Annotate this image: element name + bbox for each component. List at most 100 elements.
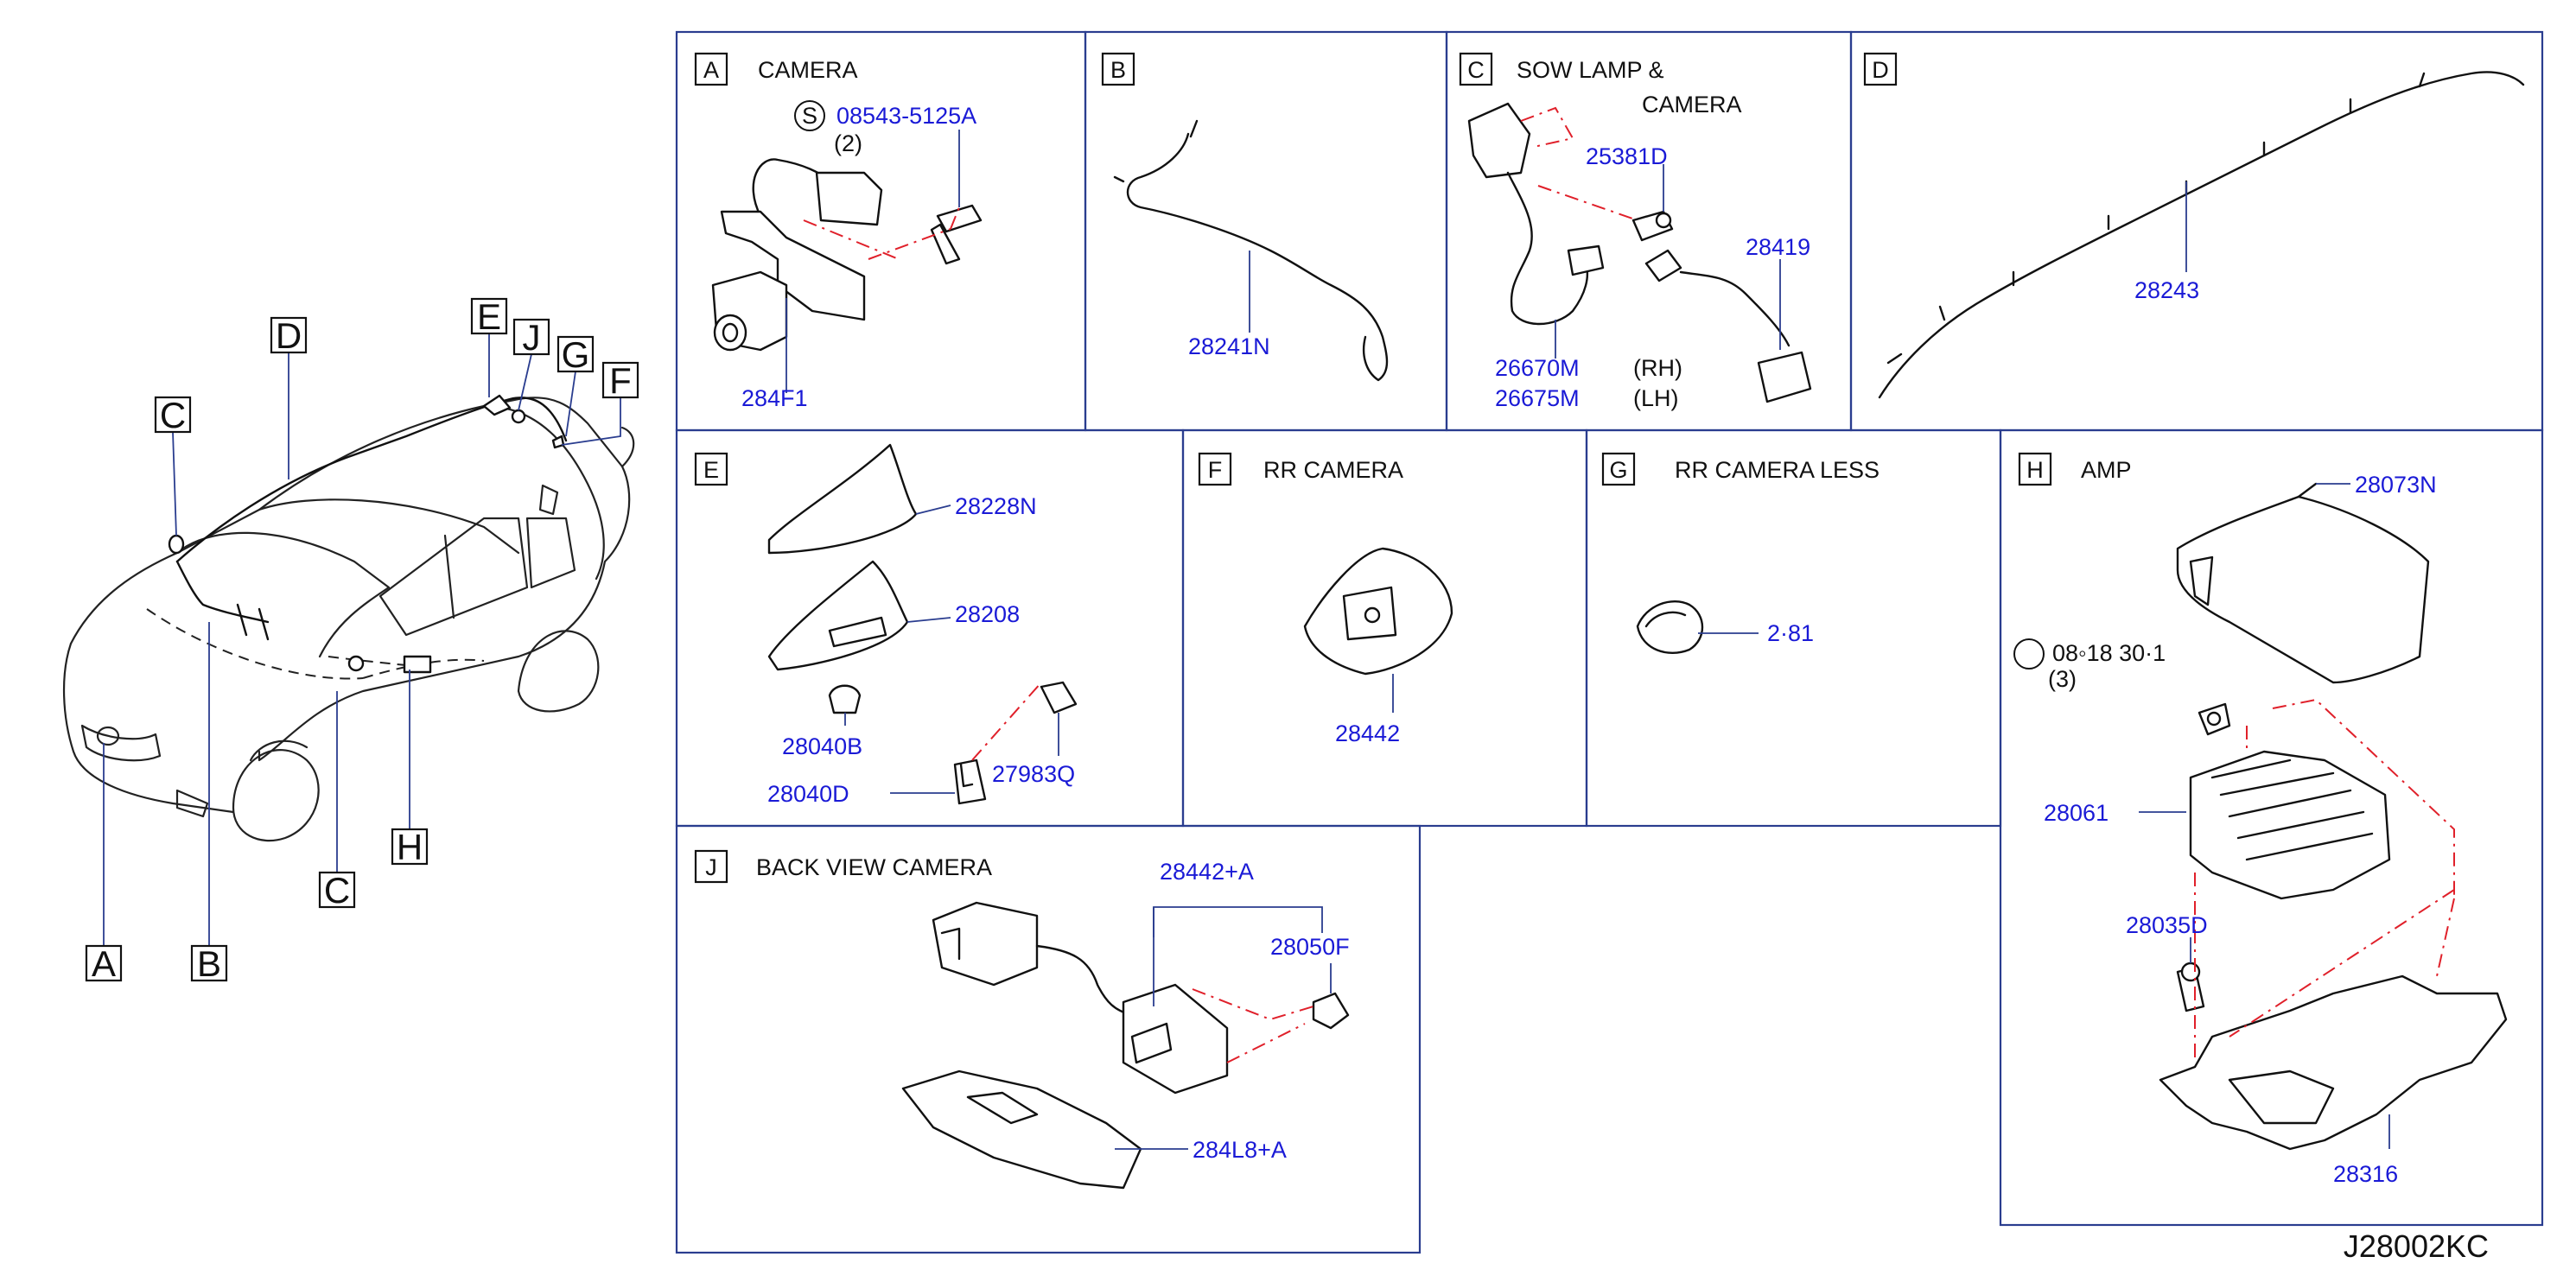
panel-h-letter-box	[2018, 452, 2052, 486]
callout-label: C	[324, 870, 350, 911]
panel-c-title-line2: CAMERA	[1642, 92, 1742, 117]
panel-c-title-line1: SOW LAMP &	[1517, 57, 1664, 83]
panel-h-letter: H	[2026, 457, 2044, 483]
callout-box-h: H	[391, 827, 429, 867]
part-number-screw: 08543-5125A	[836, 103, 976, 129]
panel-b-letter: B	[1110, 57, 1126, 83]
panel-d: D 28243	[1863, 52, 2525, 399]
callout-label: H	[397, 827, 423, 867]
vehicle-overview	[62, 333, 635, 946]
part-number-cover: 28228N	[955, 493, 1037, 519]
panel-grid	[675, 30, 2544, 1254]
screw-symbol-circle	[794, 100, 825, 131]
rear-camera-drawing	[1303, 547, 1453, 713]
callout-label: E	[477, 296, 501, 337]
panel-f: F RR CAMERA 28442	[1198, 452, 1453, 746]
callout-label: B	[197, 943, 221, 984]
part-number-bolt-e: 28040D	[767, 781, 849, 807]
panel-g-title: RR CAMERA LESS	[1675, 457, 1880, 483]
panel-e-letter-box	[694, 452, 728, 486]
part-number-finisher: 284L8+A	[1193, 1137, 1287, 1163]
part-number-amp: 28061	[2044, 800, 2109, 826]
panel-a-letter-box	[694, 52, 728, 86]
panel-c: C SOW LAMP & CAMERA 25381D 28419 26670M …	[1459, 52, 1812, 411]
panel-b: B 28241N	[1101, 52, 1389, 382]
amp-drawing	[2139, 482, 2508, 1151]
panel-h: H AMP 28073N 08◦18 30·1 (3) 28061 28035D…	[2013, 452, 2508, 1187]
panel-a-title: CAMERA	[758, 57, 858, 83]
callout-label: F	[609, 360, 632, 401]
panel-b-letter-box	[1101, 52, 1135, 86]
nut-quantity: (3)	[2048, 666, 2077, 692]
grommet-drawing	[1636, 600, 1759, 654]
part-number-connector: 28419	[1746, 234, 1810, 260]
part-number-lh: 26675M	[1495, 385, 1580, 411]
part-number-antenna: 28208	[955, 601, 1020, 627]
part-number-clip-e: 28040B	[782, 733, 862, 759]
harness-b-drawing	[1113, 119, 1389, 382]
screw-quantity: (2)	[834, 130, 862, 156]
panel-g-letter-box	[1601, 452, 1636, 486]
part-number-rh: 26670M	[1495, 355, 1580, 381]
screw-symbol: S	[802, 103, 817, 129]
part-number-bolt-h: 28035D	[2126, 912, 2208, 938]
lamp-camera-drawing	[1467, 102, 1812, 403]
drawing-code: J28002KC	[2344, 1228, 2489, 1264]
side-lh: (LH)	[1633, 385, 1679, 411]
panel-f-letter-box	[1198, 452, 1232, 486]
part-number-harness: 28241N	[1188, 333, 1270, 359]
vehicle-outline	[62, 397, 635, 842]
vehicle-harness	[175, 397, 568, 641]
panel-j: J BACK VIEW CAMERA 28442+A 28050F 284L8+…	[694, 849, 1350, 1190]
panel-f-letter: F	[1208, 457, 1223, 483]
panel-c-letter-box	[1459, 52, 1493, 86]
callout-box-j: J	[512, 317, 550, 358]
callout-label: C	[160, 395, 186, 435]
back-camera-drawing	[901, 901, 1350, 1190]
part-number-grommet: 2·81	[1767, 620, 1814, 646]
callout-label: G	[562, 334, 590, 375]
harness-d-drawing	[1878, 71, 2525, 399]
callout-box-f: F	[601, 360, 639, 401]
side-rh: (RH)	[1633, 355, 1682, 381]
nut-symbol-circle	[2013, 638, 2045, 670]
part-number-clip-j: 28050F	[1270, 934, 1350, 960]
panel-h-title: AMP	[2081, 457, 2132, 483]
callout-box-c-front: C	[154, 395, 192, 435]
part-number-screw-c: 25381D	[1586, 143, 1668, 169]
panel-e-letter: E	[703, 457, 719, 483]
panel-f-title: RR CAMERA	[1263, 457, 1403, 483]
part-number-camera: 284F1	[741, 385, 808, 411]
callout-label: A	[92, 943, 116, 984]
callout-label: J	[523, 317, 541, 358]
part-number-camera-assy: 28442+A	[1160, 859, 1254, 885]
panel-j-letter: J	[705, 854, 717, 880]
vehicle-components	[168, 394, 565, 674]
panel-g-letter: G	[1609, 457, 1627, 483]
callout-box-c-side: C	[318, 870, 356, 911]
part-number-rear-camera: 28442	[1335, 720, 1400, 746]
panel-g: G RR CAMERA LESS 2·81	[1601, 452, 1880, 654]
callout-box-e: E	[470, 296, 508, 337]
part-number-pin: 27983Q	[992, 761, 1075, 787]
panel-d-letter-box	[1863, 52, 1898, 86]
callout-label: D	[276, 315, 302, 356]
panel-d-letter: D	[1872, 57, 1889, 83]
vehicle-callout-leaders	[103, 333, 621, 946]
panel-a-letter: A	[703, 57, 719, 83]
callout-box-d: D	[270, 315, 308, 356]
callout-box-g: G	[557, 334, 595, 375]
part-number-amp-cover: 28073N	[2355, 472, 2437, 498]
callout-box-a: A	[85, 943, 123, 984]
part-number-bracket: 28316	[2333, 1161, 2398, 1187]
panel-j-title: BACK VIEW CAMERA	[756, 854, 992, 880]
camera-a-drawing	[711, 130, 983, 393]
part-number-harness-d: 28243	[2134, 277, 2199, 303]
shark-antenna-drawing	[767, 443, 1078, 805]
callout-box-b: B	[190, 943, 228, 984]
panel-c-letter: C	[1467, 57, 1485, 83]
part-number-nut: 08◦18 30·1	[2052, 640, 2166, 666]
panel-j-letter-box	[694, 849, 728, 884]
panel-e: E 28228N 28208 28040B 28040D 27983Q	[694, 443, 1078, 807]
